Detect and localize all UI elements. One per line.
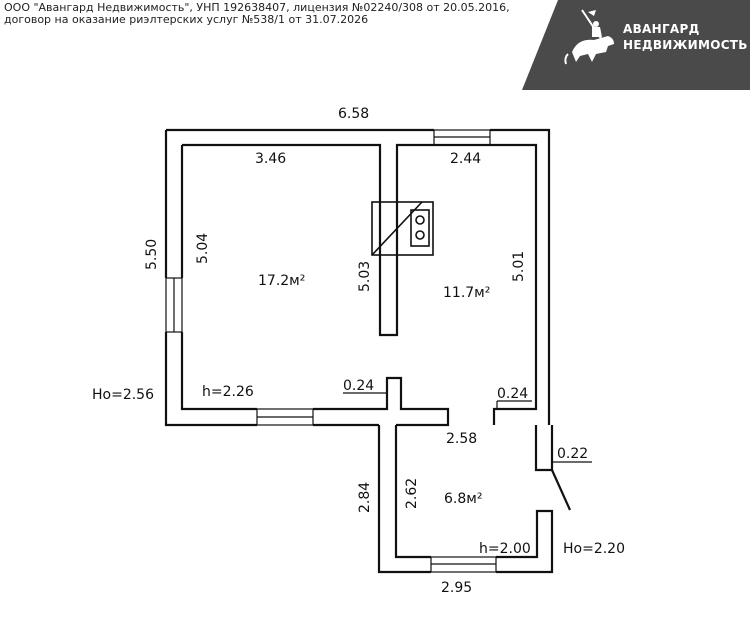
outer-wall-top-right — [490, 128, 551, 425]
wall-thickness-b-label: 0.24 — [497, 386, 528, 402]
vestibule-wall-left-inner — [394, 425, 431, 559]
inner-wall-left — [182, 143, 538, 425]
vestibule-inner-height-label: 2.62 — [404, 478, 420, 509]
walls — [164, 128, 572, 574]
left-height-label: 5.50 — [144, 239, 160, 270]
vestibule-area-label: 6.8м² — [444, 491, 482, 507]
wall-thickness-a-label: 0.24 — [343, 378, 374, 394]
vestibule-wall-left — [377, 425, 431, 574]
room1-height-label: 5.04 — [195, 233, 211, 264]
overall-width-label: 6.58 — [338, 106, 369, 122]
logo-background — [522, 0, 750, 90]
header-line-2: договор на оказание риэлтерских услуг №5… — [4, 13, 369, 26]
knight-on-horse-icon — [564, 9, 614, 65]
wall-thickness-c-label: 0.22 — [557, 446, 588, 462]
ceiling-room-label: h=2.26 — [202, 384, 254, 400]
room1-area-label: 17.2м² — [258, 273, 305, 289]
logo-line-1: АВАНГАРД — [623, 22, 700, 36]
room1-width-label: 3.46 — [255, 151, 286, 167]
logo-banner: АВАНГАРД НЕДВИЖИМОСТЬ — [522, 0, 750, 90]
room2-area-label: 11.7м² — [443, 285, 490, 301]
vestibule-outer-height-label: 2.84 — [357, 482, 373, 513]
leader-lines — [343, 392, 592, 463]
logo-line-2: НЕДВИЖИМОСТЬ — [623, 38, 748, 52]
outer-wall-left-lower — [164, 332, 257, 427]
stove — [371, 201, 434, 256]
windows — [165, 129, 497, 573]
vestibule-width-label: 2.58 — [446, 431, 477, 447]
vestibule-outer-width-label: 2.95 — [441, 580, 472, 596]
partition-length-label: 5.03 — [357, 261, 373, 292]
room2-height-label: 5.01 — [511, 251, 527, 282]
vestibule-wall-bottom-right — [496, 509, 554, 574]
header-line-1: ООО "Авангард Недвижимость", УНП 1926384… — [4, 1, 510, 14]
header-info: ООО "Авангард Недвижимость", УНП 1926384… — [4, 2, 510, 26]
ceiling-main-label: Ho=2.56 — [92, 387, 154, 403]
room2-width-label: 2.44 — [450, 151, 481, 167]
vestibule-outer-ceiling-label: Ho=2.20 — [563, 541, 625, 557]
inner-wall-left-side-lower — [180, 332, 257, 411]
entrance-door — [550, 469, 572, 511]
logo-text: АВАНГАРД НЕДВИЖИМОСТЬ — [623, 21, 748, 53]
inner-wall-bottom-mid — [313, 376, 450, 427]
vestibule-wall-right — [534, 425, 554, 472]
vestibule-ceiling-label: h=2.00 — [479, 541, 531, 557]
dimension-labels: 6.58 3.46 2.44 5.50 5.04 5.03 5.01 17.2м… — [92, 106, 625, 596]
